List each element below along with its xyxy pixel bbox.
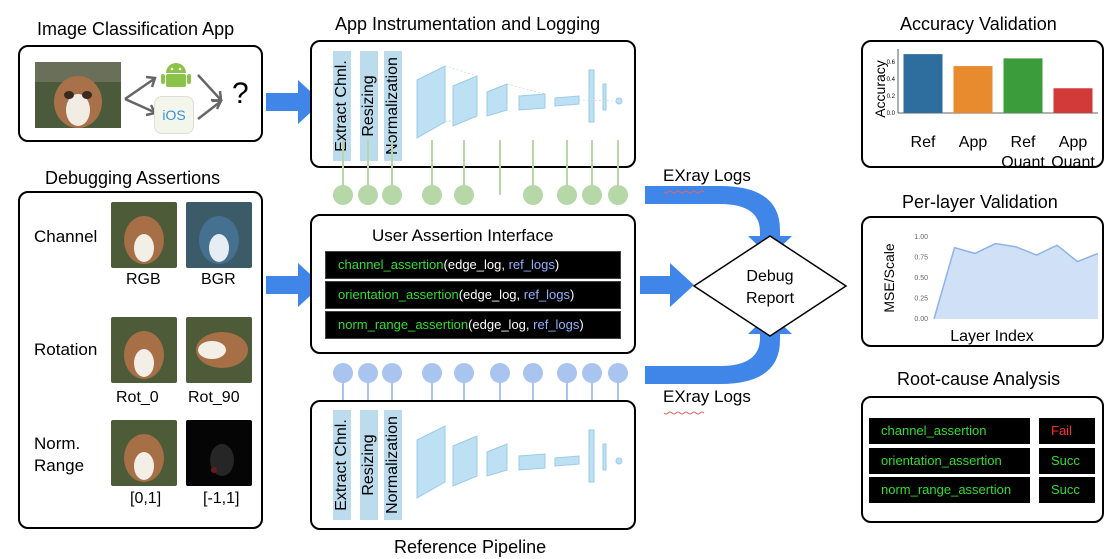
layer-ytick: 0.50 [914,275,928,282]
norm-range-row-label: Norm. Range [34,434,85,475]
acc-xtick: Quant [1001,154,1045,167]
log-taps-top [333,140,628,205]
acc-bar [1053,88,1093,113]
acc-bar [953,66,993,113]
acc-xtick: App [1059,134,1088,151]
user-interface-title: User Assertion Interface [372,226,554,245]
layer-ylabel: MSE/Scale [881,243,897,312]
rc-orientation-status: Succ [1039,448,1095,474]
code-line-norm-range: norm_range_assertion(edge_log, ref_logs) [325,311,621,339]
ref-normalization-stage: Normalization [384,410,402,520]
per-layer-title: Per-layer Validation [902,192,1058,212]
range-neg1-1-image [186,420,252,486]
acc-bar [1003,58,1043,113]
acc-ytick: 0.0 [887,111,896,117]
android-icon [160,59,192,91]
layer-ytick: 1.00 [914,234,928,241]
range-0-1-image [111,420,177,486]
exray-logs-bottom-label: EXray Logs [663,387,751,406]
rc-norm-range-status: Succ [1039,477,1095,503]
network-layers-top [416,65,623,139]
reference-pipeline-title: Reference Pipeline [394,537,547,557]
instrumentation-title: App Instrumentation and Logging [335,14,601,34]
collie-photo [35,62,121,128]
acc-ytick: 0.2 [887,94,896,100]
rgb-image [111,202,177,268]
rc-channel-status: Fail [1039,418,1095,444]
rot90-image [186,317,252,383]
debug-report-diamond [692,235,848,337]
rc-norm-range-name: norm_range_assertion [869,477,1030,503]
acc-xtick: Quant [1051,154,1095,167]
code-line-orientation: orientation_assertion(edge_log, ref_logs… [325,281,621,309]
rgb-label: RGB [126,271,161,288]
accuracy-title: Accuracy Validation [900,14,1057,34]
layer-line [933,242,1099,320]
acc-xtick: Ref [1011,134,1036,151]
code-line-channel: channel_assertion(edge_log, ref_logs) [325,251,621,279]
extract-channel-stage: Extract Chnl. [333,51,351,161]
rot0-image [111,317,177,383]
rotation-row-label: Rotation [34,340,98,359]
acc-ytick: 0.4 [887,77,896,83]
acc-xtick: Ref [911,134,936,151]
bgr-label: BGR [201,271,236,288]
root-cause-title: Root-cause Analysis [897,369,1061,389]
ios-icon: iOS [154,96,194,134]
acc-xtick: App [959,134,988,151]
layer-ytick: 0.00 [914,316,928,323]
bgr-image [186,202,252,268]
rc-orientation-name: orientation_assertion [869,448,1030,474]
acc-ytick: 0.6 [887,60,896,66]
layer-xlabel: Layer Index [950,328,1034,345]
channel-row-label: Channel [34,227,98,246]
rot0-label: Rot_0 [116,389,159,406]
log-taps-bottom [333,363,628,430]
rot90-label: Rot_90 [188,389,240,406]
network-layers-bottom [416,425,623,499]
range-neg1-1-label: [-1,1] [203,490,240,507]
app-flow-arrows [124,74,223,120]
acc-bar [903,54,943,113]
ref-extract-channel-stage: Extract Chnl. [333,410,351,520]
layer-ytick: 0.75 [914,255,928,262]
exray-logs-top-label: EXray Logs [663,166,751,185]
rc-channel-name: channel_assertion [869,418,1030,444]
unknown-prediction: ? [232,77,249,110]
range-0-1-label: [0,1] [130,490,162,507]
layer-area [934,243,1098,319]
acc-ylabel: Accuracy [872,60,888,118]
debugging-assertions-title: Debugging Assertions [45,168,221,188]
ref-resizing-stage: Resizing [360,410,378,520]
resizing-stage: Resizing [360,51,378,161]
normalization-stage: Normalization [384,51,402,161]
image-app-box: iOS ? [18,45,263,142]
layer-ytick: 0.25 [914,296,928,303]
image-app-title: Image Classification App [37,19,235,39]
